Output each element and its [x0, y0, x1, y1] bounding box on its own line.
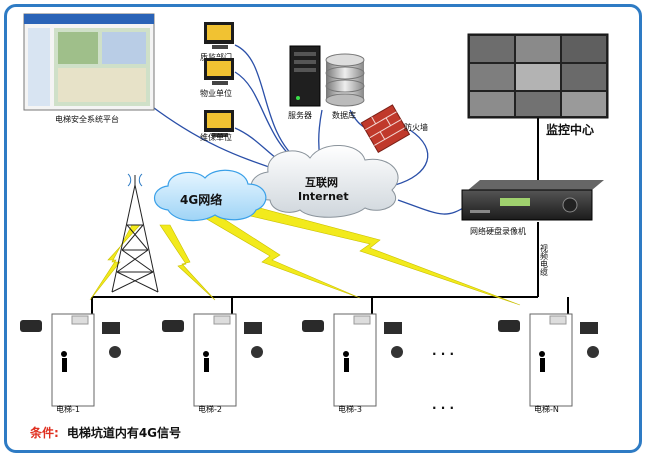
database-label: 数据库 [332, 110, 356, 120]
elevator-label: 电梯-1 [56, 404, 80, 414]
camera-icon [302, 320, 324, 332]
dome-camera-icon [391, 346, 403, 358]
elevator-unit [162, 313, 263, 407]
server-icon [289, 45, 321, 107]
camera-icon [162, 320, 184, 332]
elevator-label: 电梯-N [534, 404, 559, 414]
firewall-icon [360, 104, 411, 154]
nvr-label: 网络硬盘录像机 [470, 226, 526, 236]
link-internet-nvr [397, 199, 469, 215]
internet-en-label: Internet [298, 190, 349, 203]
4g-module-icon [384, 322, 402, 334]
maintenance-unit-label: 维保单位 [200, 132, 232, 142]
ellipsis-upper: · · · [432, 347, 454, 361]
elevator-unit [302, 313, 403, 407]
internet-cloud-icon [250, 145, 399, 218]
wireless-bolts [89, 199, 521, 306]
database-icon [325, 53, 365, 107]
elevator-car-icon [193, 313, 237, 407]
computer-icon [204, 110, 234, 137]
firewall-label: 防火墙 [404, 122, 428, 132]
camera-icon [498, 320, 520, 332]
monitoring-center-label: 监控中心 [546, 122, 594, 137]
link-firewall-internet [394, 129, 429, 186]
4g-module-icon [244, 322, 262, 334]
quality-dept-label: 质监部门 [200, 52, 232, 62]
video-cable-label: 视频电缆 [540, 243, 549, 277]
server-label: 服务器 [288, 110, 312, 120]
bolt-to-elevator-2 [159, 224, 216, 301]
dome-camera-icon [251, 346, 263, 358]
4g-module-icon [580, 322, 598, 334]
camera-icon [20, 320, 42, 332]
computer-icon [204, 22, 234, 49]
elevator-car-icon [333, 313, 377, 407]
property-unit-label: 物业单位 [200, 88, 232, 98]
dome-camera-icon [587, 346, 599, 358]
elevator-car-icon [529, 313, 573, 407]
internet-cn-label: 互联网 [305, 175, 338, 189]
computer-icon [204, 58, 234, 85]
ellipsis-lower: · · · [432, 401, 454, 415]
link-quality-internet [234, 44, 301, 163]
elevator-label: 电梯-3 [338, 404, 362, 414]
condition-note: 条件: 电梯坑道内有4G信号 [30, 424, 181, 441]
cell-tower-icon [111, 173, 159, 293]
elevator-label: 电梯-2 [198, 404, 222, 414]
bolt-to-elevator-3 [204, 209, 361, 299]
platform-label: 电梯安全系统平台 [55, 114, 119, 124]
bolt-to-elevator-1 [89, 224, 141, 301]
4g-module-icon [102, 322, 120, 334]
4g-network-label: 4G网络 [180, 192, 222, 207]
dome-camera-icon [109, 346, 121, 358]
nvr-icon [461, 180, 604, 221]
condition-label: 条件: [30, 426, 59, 440]
elevator-unit [20, 313, 121, 407]
elevator-car-icon [51, 313, 95, 407]
condition-text: 电梯坑道内有4G信号 [66, 426, 182, 440]
4g-network-cloud-icon [153, 169, 267, 222]
elevator-unit [498, 313, 599, 407]
video-wall-icon [467, 33, 609, 119]
platform-screenshot [23, 13, 155, 111]
